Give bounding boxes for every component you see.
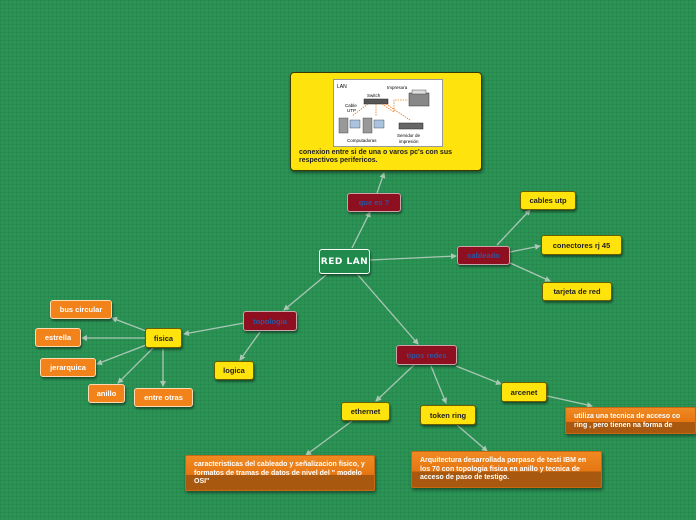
node-arcenet[interactable]: arcenet: [501, 382, 547, 402]
edge-cableado-tarjeta: [507, 261, 551, 282]
computer-icon-2: [362, 117, 373, 134]
printer-icon: [408, 92, 430, 107]
edge-fisica-jerarquica: [96, 344, 147, 365]
edge-central-que-es: [351, 211, 371, 249]
edge-cableado-rj45: [509, 244, 541, 253]
node-jerarquica[interactable]: jerarquica: [40, 358, 96, 377]
server-icon: [398, 122, 424, 130]
node-conectores-rj45[interactable]: conectores rj 45: [541, 235, 622, 255]
utp-label: UTP: [347, 108, 356, 113]
edge-topologia-logica: [239, 331, 261, 361]
note-arcenet[interactable]: utiliza una tecnica de acceso co ring , …: [565, 407, 696, 434]
node-tipos-redes[interactable]: tipos redes: [396, 345, 457, 365]
computadoras-label: Computadoras: [347, 138, 377, 143]
edge-fisica-bus: [111, 316, 147, 332]
edge-tipos-token: [430, 365, 447, 404]
node-cables-utp[interactable]: cables utp: [520, 191, 576, 210]
servidor-label: Servidor de: [397, 133, 421, 138]
node-tarjeta-de-red[interactable]: tarjeta de red: [542, 282, 612, 301]
impresora-label: Impresora: [387, 85, 408, 90]
node-entre-otras[interactable]: entre otras: [134, 388, 193, 407]
edge-token-note: [456, 424, 488, 452]
edge-que-es-image: [376, 172, 386, 194]
lan-network-illustration: LAN Impresora Switch Cable UTP Computado…: [333, 79, 443, 147]
lan-label: LAN: [337, 84, 347, 90]
computer-icon: [338, 117, 349, 134]
edge-central-cableado: [369, 253, 457, 261]
impresion-label: impresión: [399, 139, 419, 144]
cable-label: Cable: [345, 103, 357, 108]
node-topologia[interactable]: topologia: [243, 311, 297, 331]
edge-tipos-ethernet: [375, 364, 415, 402]
edge-topologia-fisica: [183, 322, 245, 337]
node-cableado[interactable]: cableado: [457, 246, 510, 265]
switch-label: Switch: [367, 93, 381, 98]
node-bus-circular[interactable]: bus circular: [50, 300, 112, 319]
note-token-ring[interactable]: Arquitectura desarrollada porpaso de tes…: [411, 451, 602, 488]
node-fisica[interactable]: fisica: [145, 328, 182, 348]
node-anillo[interactable]: anillo: [88, 384, 125, 403]
lan-image-node[interactable]: LAN Impresora Switch Cable UTP Computado…: [290, 72, 482, 171]
node-ethernet[interactable]: ethernet: [341, 402, 390, 421]
lan-image-caption: conexion entre si de una o varos pc's co…: [299, 149, 452, 164]
node-que-es[interactable]: que es ?: [347, 193, 401, 212]
edge-fisica-anillo: [117, 347, 154, 384]
central-node[interactable]: RED LAN: [319, 249, 370, 274]
edge-cableado-utp: [496, 209, 531, 246]
edge-tipos-arcenet: [455, 365, 502, 385]
node-token-ring[interactable]: token ring: [420, 405, 476, 425]
edge-central-topologia: [283, 274, 327, 311]
node-logica[interactable]: logica: [214, 361, 254, 380]
edge-ethernet-note: [305, 420, 353, 456]
edge-arcenet-note: [546, 395, 593, 408]
note-ethernet[interactable]: caracteristicas del cableado y señalizac…: [185, 455, 375, 491]
edge-central-tipos: [357, 274, 419, 345]
node-estrella[interactable]: estrella: [35, 328, 81, 347]
switch-icon: [363, 98, 389, 105]
